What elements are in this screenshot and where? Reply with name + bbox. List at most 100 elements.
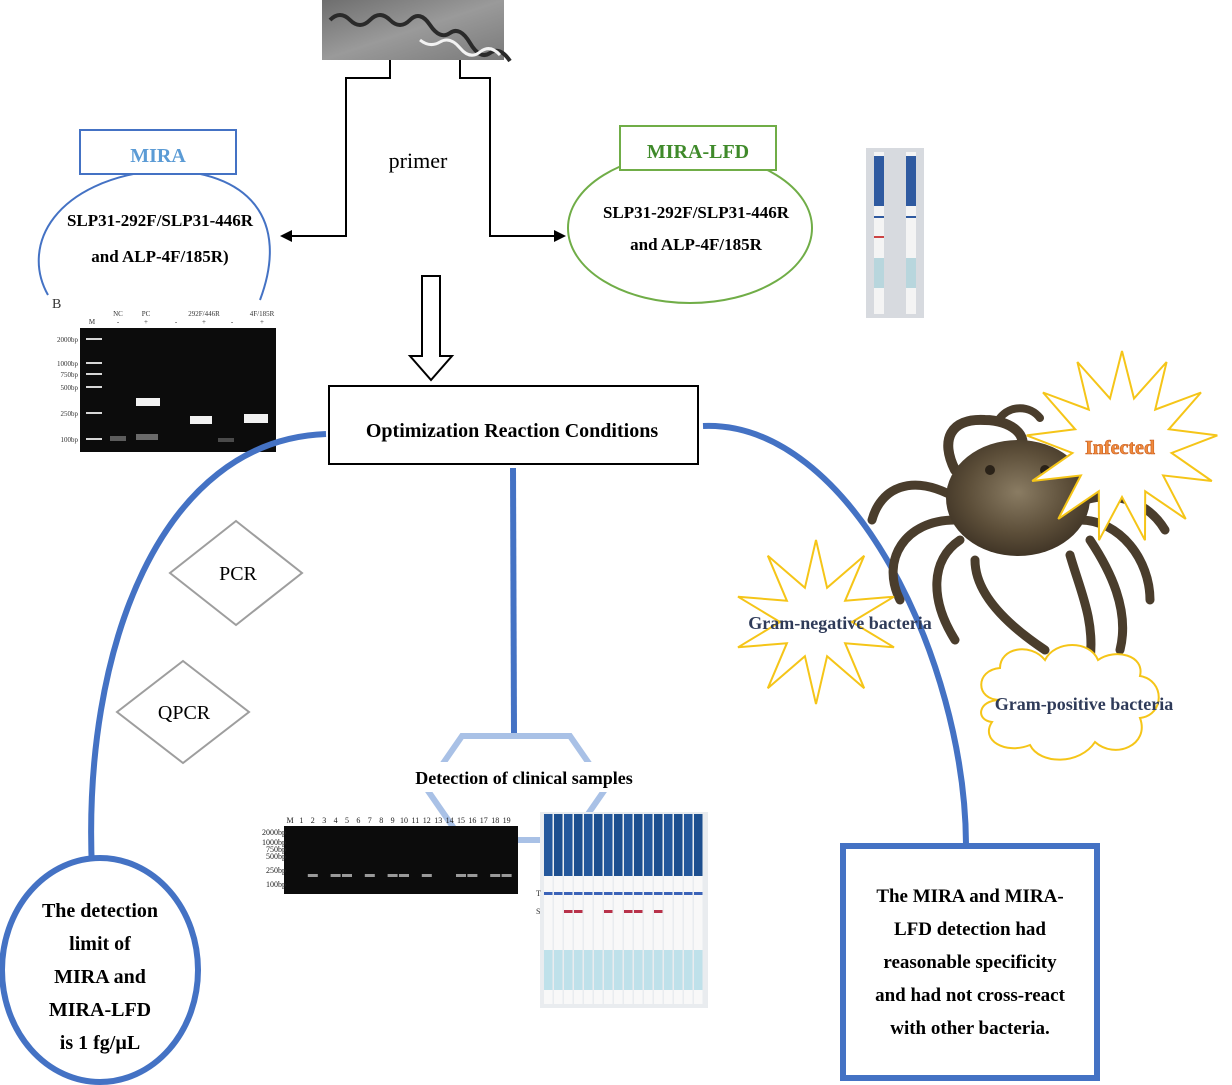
strip-control-line	[624, 892, 633, 895]
gram-negative-star: Gram-negative bacteria	[737, 539, 932, 705]
strip	[654, 814, 663, 1004]
gram-positive-label: Gram-positive bacteria	[995, 694, 1173, 714]
gel-top-lane-label: +	[202, 318, 206, 326]
gel-band	[421, 874, 432, 877]
gel-top-ladder-label: 500bp	[61, 384, 79, 392]
strip-pad	[584, 950, 593, 990]
strip-cap	[614, 814, 623, 876]
strip-pad	[594, 950, 603, 990]
gel-bottom-lane-label: 9	[391, 816, 395, 825]
gel-bottom-lane-label: 4	[334, 816, 338, 825]
spirochete-image	[322, 0, 512, 63]
gel-band	[456, 874, 466, 877]
gel-top-lane-labels: MNC-PC+-292F/446R+-4F/185R+	[89, 310, 275, 326]
strip-cap	[544, 814, 553, 876]
strip-mark-test: S	[536, 907, 540, 916]
arrow-to-mira-icon	[280, 230, 292, 242]
gel-band	[364, 874, 375, 877]
strip-pad	[604, 950, 613, 990]
optimization-box	[328, 385, 699, 465]
gel-bottom-ladder-label: 250bp	[266, 866, 286, 875]
gel-top-lane-label: PC	[142, 310, 151, 318]
pcr-label: PCR	[219, 563, 257, 585]
strip	[564, 814, 573, 1004]
strip	[684, 814, 693, 1004]
gram-positive-cloud: Gram-positive bacteria	[980, 644, 1173, 761]
strip-control-line	[674, 892, 683, 895]
qpcr-label: QPCR	[158, 702, 211, 724]
gel-band	[490, 874, 501, 877]
gel-bottom-ladder-label: 750bp	[266, 845, 286, 854]
gel-top-lane-label: -	[231, 318, 234, 326]
gel-bottom-lane-label: 14	[446, 816, 454, 825]
strip-pad	[564, 950, 573, 990]
gel-top-ladder-label: 2000bp	[57, 336, 79, 344]
strip-control-line	[554, 892, 563, 895]
gel-bottom-lane-label: 2	[311, 816, 315, 825]
detection-limit-line-5: is 1 fg/µL	[60, 1032, 140, 1054]
gel-band	[387, 874, 398, 877]
gel-top-ladder-label: 1000bp	[57, 360, 79, 368]
gel-top-lane-label: 292F/446R	[188, 310, 220, 318]
mira-lfd-primer-line-1: SLP31-292F/SLP31-446R	[603, 203, 790, 222]
detection-limit-node: The detection limit of MIRA and MIRA-LFD…	[0, 855, 201, 1085]
mira-lfd-title: MIRA-LFD	[647, 141, 749, 163]
strip-pad	[684, 950, 693, 990]
strip	[674, 814, 683, 1004]
gel-band	[467, 874, 478, 877]
gel-top-ladder-label: 750bp	[61, 371, 79, 379]
strip-pad	[554, 950, 563, 990]
lfd-strip-photo	[866, 148, 924, 318]
strip	[544, 814, 553, 1004]
gel-bottom-lane-label: 12	[423, 816, 431, 825]
strip-control-line	[564, 892, 573, 895]
clinical-label: Detection of clinical samples	[415, 768, 632, 788]
strip-test-line	[604, 910, 613, 913]
strip-pad	[664, 950, 673, 990]
strip	[644, 814, 653, 1004]
strip-cap	[664, 814, 673, 876]
strip-control-line	[574, 892, 583, 895]
pcr-node: PCR	[168, 519, 304, 627]
strip-cap	[634, 814, 643, 876]
strip-pad	[544, 950, 553, 990]
mira-lfd-title-box	[619, 125, 777, 171]
gel-band	[399, 874, 409, 877]
gel-bottom-lane-label: 11	[412, 816, 420, 825]
strip	[634, 814, 643, 1004]
strip-cap	[554, 814, 563, 876]
strip-pad	[674, 950, 683, 990]
strip	[614, 814, 623, 1004]
strip-pad	[574, 950, 583, 990]
gel-bottom-lane-label: 19	[503, 816, 511, 825]
primer-connector	[290, 60, 556, 237]
gel-band	[501, 874, 512, 877]
strip-control-line	[644, 892, 653, 895]
gel-bottom-ladder-label: 500bp	[266, 852, 286, 861]
gram-negative-label: Gram-negative bacteria	[748, 613, 931, 633]
arrow-to-mira-lfd-icon	[554, 230, 566, 242]
strip-pad	[654, 950, 663, 990]
strip-control-line	[614, 892, 623, 895]
gel-bottom-lane-label: 6	[356, 816, 360, 825]
specificity-line-5: with other bacteria.	[890, 1018, 1050, 1039]
strip-test-line	[564, 910, 573, 913]
strip-test-line	[634, 910, 643, 913]
gel-top-lane-label: +	[144, 318, 148, 326]
gel-band	[307, 874, 318, 877]
detection-limit-line-4: MIRA-LFD	[49, 999, 151, 1021]
strip-cap	[694, 814, 703, 876]
gel-bottom-lane-label: 8	[379, 816, 383, 825]
primer-label: primer	[389, 148, 448, 173]
blue-connectors	[88, 422, 969, 871]
strip-cap	[564, 814, 573, 876]
gel-top-lane-label: -	[175, 318, 178, 326]
strip-cap	[654, 814, 663, 876]
down-arrow-icon	[407, 275, 455, 382]
gel-top-lane-label: -	[117, 318, 120, 326]
strip-control-line	[664, 892, 673, 895]
strip-pad	[624, 950, 633, 990]
